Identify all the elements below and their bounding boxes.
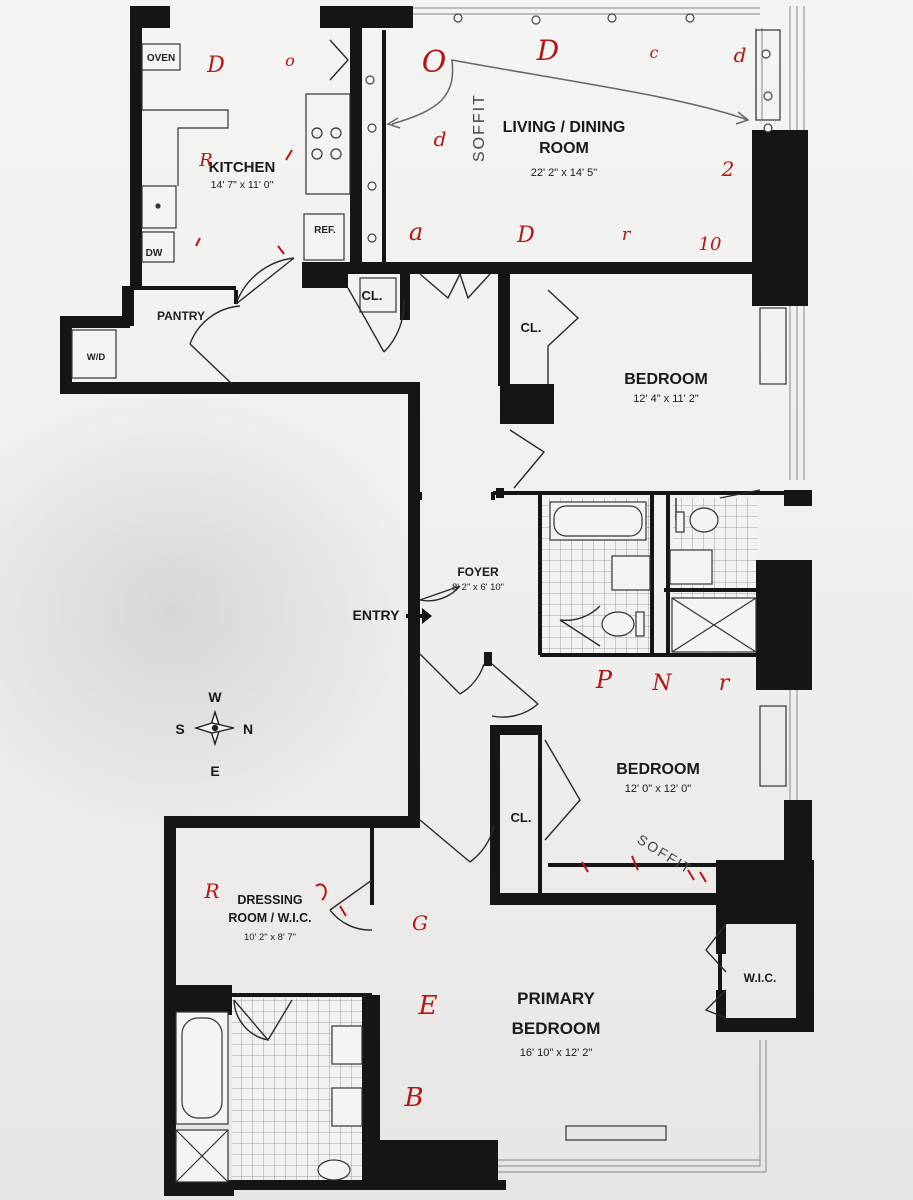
living-name-line2: ROOM: [539, 140, 589, 157]
handwritten-marks: [195, 149, 707, 917]
wic-label: W.I.C.: [744, 971, 777, 985]
annotation-18: G: [412, 911, 428, 935]
annotation-5: c: [650, 43, 659, 62]
dressing-name-line2: ROOM / W.I.C.: [228, 911, 311, 925]
living-name-line1: LIVING / DINING: [503, 119, 626, 136]
handwritten-annotations: D o O D c d d 2 R a D r 10 P N r R G E B: [198, 34, 746, 1113]
annotation-7: d: [434, 127, 447, 151]
annotation-9: R: [198, 150, 213, 171]
annotation-6: d: [734, 43, 747, 67]
soffit-label-bedroom2: SOFFIT: [634, 831, 695, 877]
recessed-lights: [365, 13, 773, 243]
annotation-20: B: [403, 1083, 423, 1113]
doors: [189, 39, 761, 1042]
compass-east: E: [210, 763, 219, 779]
dishwasher-label: DW: [146, 248, 163, 259]
oven-label: OVEN: [147, 53, 175, 64]
closet-label-bedroom1: CL.: [521, 320, 542, 335]
compass-west: W: [208, 689, 222, 705]
soffit-arc: [391, 59, 749, 125]
bedroom1-name: BEDROOM: [624, 371, 708, 388]
entry-label: ENTRY: [353, 607, 401, 623]
annotation-17: R: [203, 879, 219, 903]
compass-north: N: [243, 721, 253, 737]
fixtures: [71, 29, 787, 1183]
annotation-1: D: [206, 53, 225, 78]
annotation-19: E: [418, 991, 438, 1021]
bedroom2-dims: 12' 0" x 12' 0": [625, 783, 692, 795]
compass-south: S: [175, 721, 184, 737]
closet-label-kitchen: CL.: [362, 288, 383, 303]
compass-rose: [193, 709, 235, 747]
soffit-label-living: SOFFIT: [471, 93, 488, 162]
foyer-dims: 8' 2" x 6' 10": [452, 582, 504, 593]
kitchen-name: KITCHEN: [209, 159, 276, 176]
washer-dryer-label: W/D: [87, 352, 106, 363]
annotation-3: O: [422, 45, 447, 80]
dressing-dims: 10' 2" x 8' 7": [244, 932, 296, 943]
primary-name-line1: PRIMARY: [517, 989, 595, 1008]
dressing-name-line1: DRESSING: [237, 893, 302, 907]
soffit-arrow-left: [386, 117, 401, 129]
kitchen-dims: 14' 7" x 11' 0": [211, 179, 274, 191]
annotation-13: 10: [699, 234, 722, 255]
annotation-16: r: [719, 671, 731, 696]
closet-label-bedroom2: CL.: [511, 810, 532, 825]
page-shadow: [0, 380, 430, 840]
foyer-name: FOYER: [457, 565, 499, 579]
annotation-2: o: [285, 51, 295, 70]
annotation-14: P: [595, 666, 613, 694]
pantry-label: PANTRY: [157, 309, 205, 323]
bedroom1-dims: 12' 4" x 11' 2": [633, 393, 699, 405]
annotation-10: a: [409, 218, 423, 246]
soffit-arrow-right: [735, 111, 750, 125]
annotation-12: r: [622, 224, 632, 245]
walls: [60, 6, 814, 1196]
fridge-label: REF.: [314, 225, 336, 236]
bedroom2-name: BEDROOM: [616, 761, 700, 778]
primary-dims: 16' 10" x 12' 2": [520, 1047, 593, 1059]
entry-arrow: [406, 608, 432, 624]
annotation-4: D: [536, 34, 559, 67]
living-dims: 22' 2" x 14' 5": [531, 167, 598, 179]
annotation-15: N: [651, 671, 672, 696]
annotation-11: D: [516, 223, 535, 248]
annotation-8: 2: [721, 157, 735, 181]
primary-name-line2: BEDROOM: [512, 1019, 601, 1038]
